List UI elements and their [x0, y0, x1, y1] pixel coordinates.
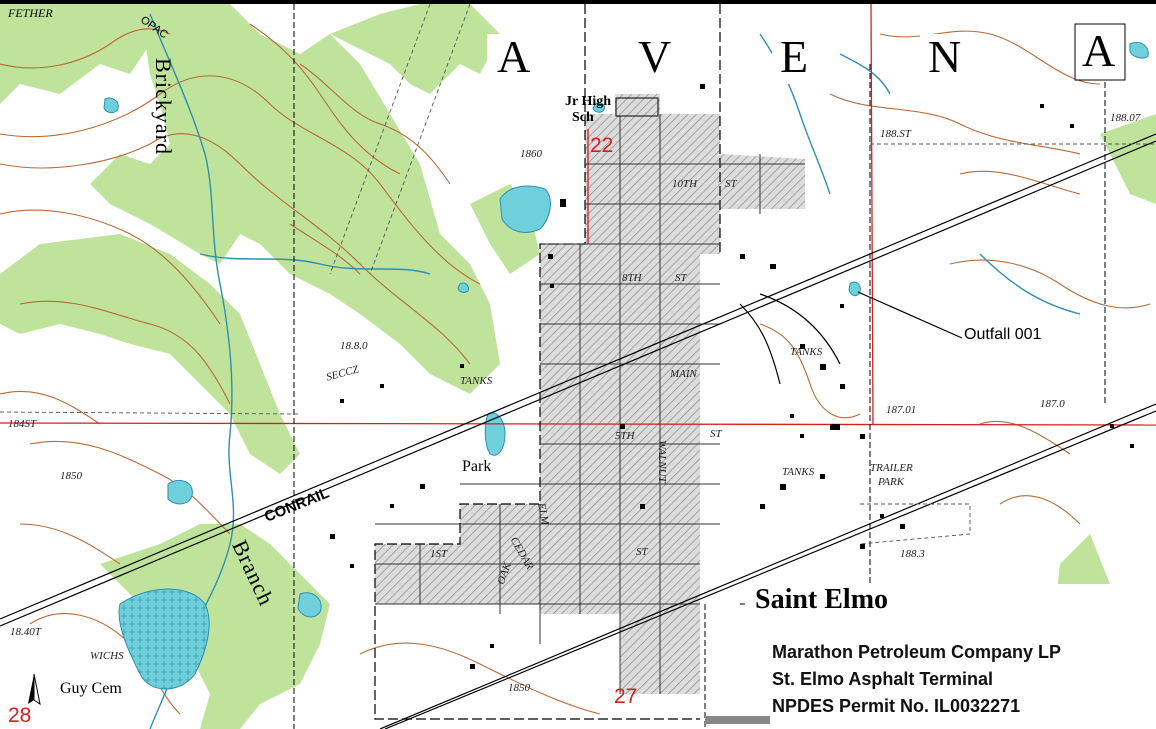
street-st-label-b: ST: [675, 272, 687, 284]
street-st-label-d: ST: [636, 546, 648, 558]
street-grid: [375, 114, 805, 694]
town-letter-n: N: [928, 31, 962, 82]
elevation-1850-b: 1850: [508, 682, 530, 694]
street-1st-label: 1ST: [430, 548, 448, 560]
topographic-map: [0, 4, 1156, 729]
letter-box-1: [487, 34, 537, 84]
street-st-label-c: ST: [710, 428, 722, 440]
tanks-left-label: TANKS: [460, 375, 493, 387]
elevation-1860: 1860: [520, 148, 542, 160]
caption-permit: NPDES Permit No. IL0032271: [772, 696, 1021, 716]
corner-label: FETHER: [8, 6, 53, 20]
section-22-label: 22: [590, 134, 614, 157]
jr-high-label-line1: Jr High: [565, 94, 612, 109]
elevation-188-3: 188.3: [900, 548, 925, 560]
elevation-18-40t: 18.40T: [10, 626, 41, 638]
top-border: [0, 0, 1156, 4]
trailer-park-label-line1: TRAILER: [870, 462, 913, 474]
section-grid: [0, 4, 1156, 426]
caption-company: Marathon Petroleum Company LP: [772, 642, 1062, 662]
jr-high-school-building: [615, 97, 659, 117]
elevation-188st: 188.ST: [880, 128, 911, 140]
guy-cemetery-label: Guy Cem: [60, 680, 122, 697]
brickyard-label: Brickyard: [151, 58, 176, 155]
letter-box-2: [630, 34, 680, 84]
contour-lines: [0, 23, 1156, 715]
elevation-187-0: 187.0: [1040, 398, 1065, 410]
trailer-park-label-line2: PARK: [878, 476, 905, 488]
town-letter-e: E: [780, 31, 809, 82]
main-street-label: MAIN: [670, 368, 697, 380]
street-5th-label: 5TH: [615, 430, 635, 442]
outfall-label: Outfall 001: [964, 326, 1042, 343]
wichs-label: WICHS: [90, 650, 124, 662]
town-letter-a2: A: [1082, 25, 1116, 76]
scale-bar: [705, 716, 770, 724]
letter-box-3: [772, 34, 817, 84]
saint-elmo-label: Saint Elmo: [755, 584, 889, 615]
marsh-area: [118, 588, 210, 690]
tanks-bottom-label: TANKS: [782, 466, 815, 478]
street-10th-label: 10TH: [672, 178, 698, 190]
letter-box-4: [920, 34, 970, 84]
jr-high-label-line2: Sch: [572, 110, 594, 125]
town-letter-a1: A: [497, 31, 531, 82]
elevation-184st: 184ST: [8, 418, 37, 430]
street-st-label-a: ST: [725, 178, 737, 190]
caption-background: [745, 584, 1156, 729]
minor-roads: [0, 4, 1156, 545]
outfall-pointer-line: [857, 291, 963, 339]
walnut-street-label: WALNUT: [656, 440, 668, 483]
section-28-label: 28: [8, 704, 32, 727]
railroads: [0, 133, 1156, 729]
street-8th-label: 8TH: [622, 272, 642, 284]
town-letter-v: V: [638, 31, 672, 82]
elevation-188-07: 188.07: [1110, 112, 1141, 124]
park-label: Park: [462, 458, 492, 475]
elevation-18-8-0: 18.8.0: [340, 340, 368, 352]
tanks-right-label: TANKS: [790, 346, 823, 358]
north-arrow-icon: [28, 673, 41, 706]
section-27-label: 27: [614, 685, 638, 708]
caption-terminal: St. Elmo Asphalt Terminal: [772, 669, 994, 689]
elevation-187-01: 187.01: [886, 404, 917, 416]
elevation-1850: 1850: [60, 470, 82, 482]
letter-box-5: [1074, 23, 1126, 81]
